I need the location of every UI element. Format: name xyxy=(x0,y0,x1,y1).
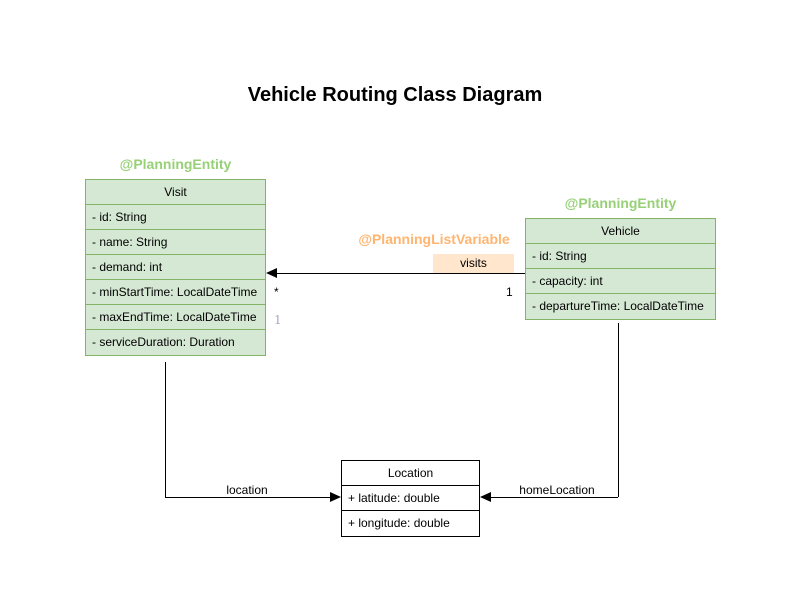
home-location-edge-arrowhead-icon xyxy=(480,492,491,502)
class-visit-attribute: - serviceDuration: Duration xyxy=(92,335,235,349)
vehicle-planning-entity-annotation: @PlanningEntity xyxy=(564,195,677,211)
visits-secondary-marker: 1 xyxy=(274,313,282,327)
class-vehicle-title: Vehicle xyxy=(526,219,715,244)
class-visit-attribute: - demand: int xyxy=(86,255,265,280)
visits-edge-line[interactable] xyxy=(277,273,525,274)
class-location-attribute: + latitude: double xyxy=(342,486,479,511)
home-location-edge-label: homeLocation xyxy=(519,483,595,497)
location-edge-label: location xyxy=(226,483,268,497)
class-vehicle-attribute: - departureTime: LocalDateTime xyxy=(532,299,704,313)
class-vehicle[interactable]: Vehicle - id: String - capacity: int - d… xyxy=(525,218,716,320)
class-vehicle-attribute: - id: String xyxy=(526,244,715,269)
class-visit-attribute: - minStartTime: LocalDateTime xyxy=(86,280,265,305)
class-location-attribute: + longitude: double xyxy=(348,516,450,530)
home-location-edge-line-vertical[interactable] xyxy=(618,323,619,497)
planning-list-variable-annotation: @PlanningListVariable xyxy=(358,231,510,247)
class-visit[interactable]: Visit - id: String - name: String - dema… xyxy=(85,179,266,356)
class-visit-attribute: - name: String xyxy=(86,230,265,255)
class-location-title: Location xyxy=(342,461,479,486)
visit-planning-entity-annotation: @PlanningEntity xyxy=(119,156,232,172)
location-edge-line-vertical[interactable] xyxy=(165,362,166,497)
location-edge-arrowhead-icon xyxy=(330,492,341,502)
home-location-edge-line-horizontal[interactable] xyxy=(491,497,618,498)
location-edge-line-horizontal[interactable] xyxy=(165,497,330,498)
visits-edge-label: visits xyxy=(433,254,514,273)
visits-edge-arrowhead-icon xyxy=(266,268,277,278)
class-location[interactable]: Location + latitude: double + longitude:… xyxy=(341,460,480,537)
class-visit-title: Visit xyxy=(86,180,265,205)
class-vehicle-attribute: - capacity: int xyxy=(526,269,715,294)
visits-source-multiplicity: 1 xyxy=(506,285,513,299)
class-visit-attribute: - maxEndTime: LocalDateTime xyxy=(86,305,265,330)
class-visit-attribute: - id: String xyxy=(86,205,265,230)
visits-target-multiplicity: * xyxy=(274,285,279,299)
diagram-title: Vehicle Routing Class Diagram xyxy=(247,84,543,106)
